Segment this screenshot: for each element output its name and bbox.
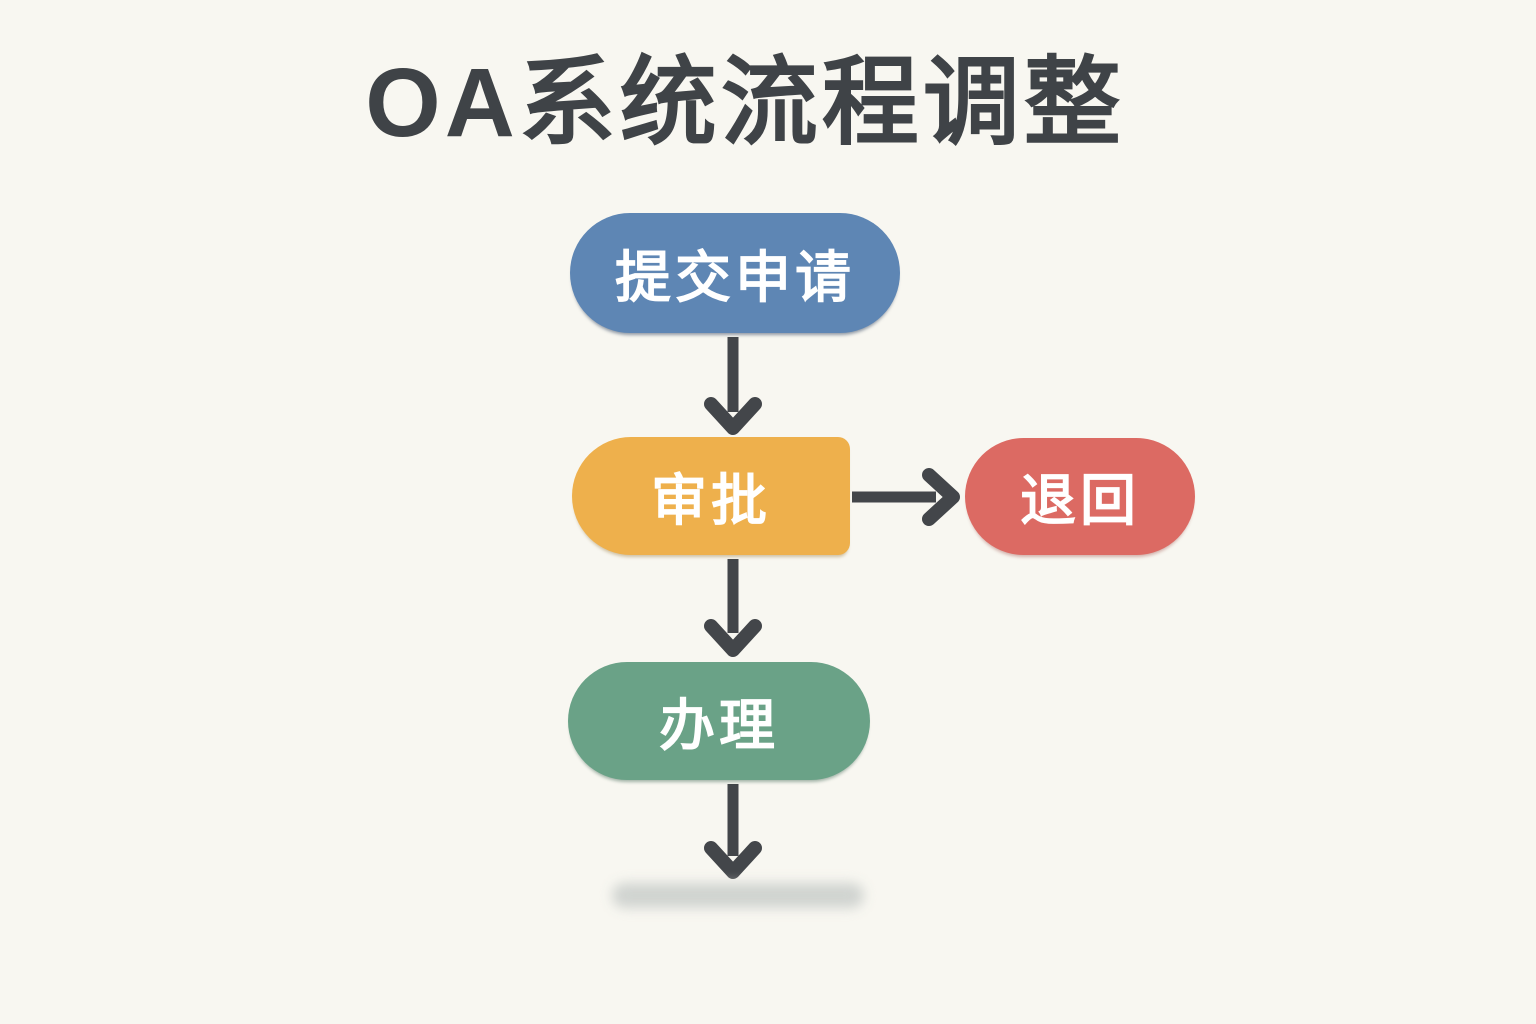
node-submit-application: 提交申请 xyxy=(570,213,900,333)
node-process-label: 办理 xyxy=(659,693,779,757)
arrow-approve-to-process xyxy=(704,559,762,657)
arrow-process-to-end xyxy=(704,784,762,879)
node-submit-application-label: 提交申请 xyxy=(615,245,855,309)
arrow-approve-to-return xyxy=(852,468,960,526)
node-process: 办理 xyxy=(568,662,870,780)
ground-shadow xyxy=(612,883,864,908)
arrow-down-icon xyxy=(704,619,762,657)
arrow-down-icon xyxy=(704,841,762,879)
node-return: 退回 xyxy=(965,438,1195,555)
node-return-label: 退回 xyxy=(1020,469,1140,532)
node-approval-label: 审批 xyxy=(651,468,771,532)
arrow-right-icon xyxy=(922,468,960,526)
arrow-submit-to-approve xyxy=(704,337,762,435)
page-title: OA系统流程调整 xyxy=(365,48,1125,157)
arrow-down-icon xyxy=(704,397,762,435)
node-approval: 审批 xyxy=(572,437,850,555)
